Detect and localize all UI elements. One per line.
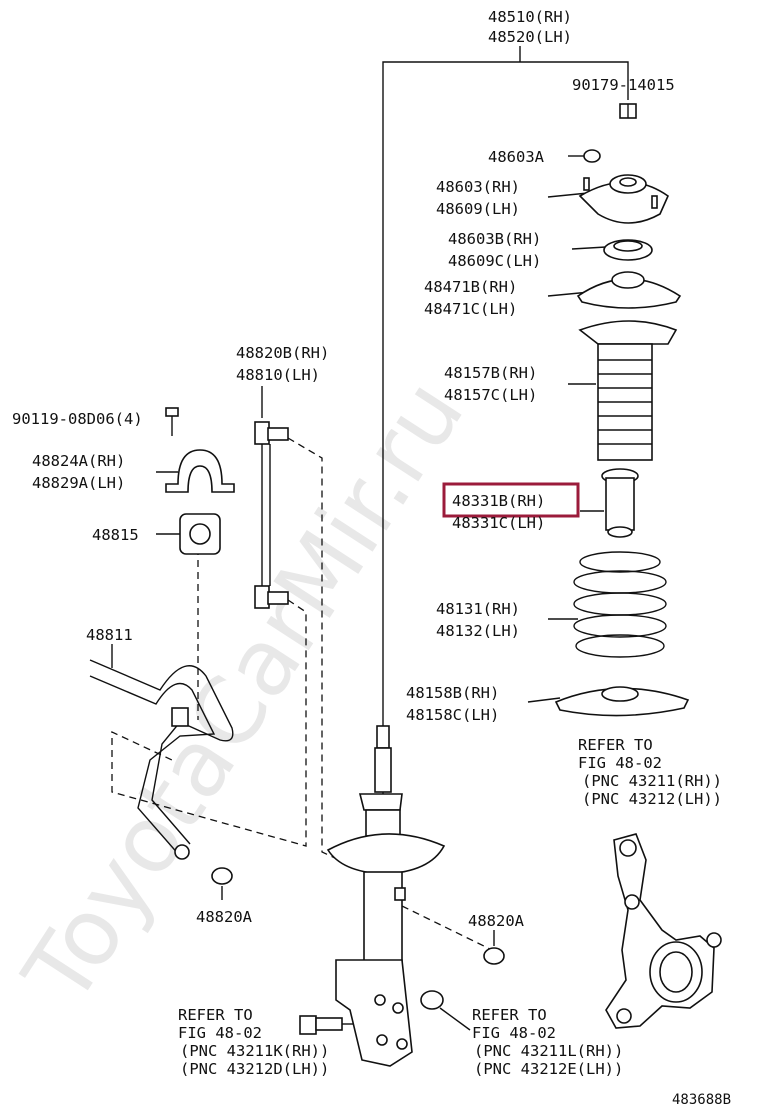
refer-knuckle-line1: REFER TO <box>578 736 653 754</box>
stabilizer-bracket <box>165 449 235 493</box>
refer-left-line2: FIG 48-02 <box>178 1024 262 1042</box>
strut-mount <box>578 174 669 224</box>
refer-left-line3: (PNC 43211K(RH)) <box>180 1042 329 1060</box>
part-labels: 48510(RH) 48520(LH) 90179-14015 48603A 4… <box>12 8 731 1108</box>
dust-boot <box>578 320 678 461</box>
label-bearing-lh: 48609C(LH) <box>448 252 541 270</box>
label-bracket-lh: 48829A(LH) <box>32 474 125 492</box>
label-bushing: 48815 <box>92 526 139 544</box>
label-mount-lh: 48609(LH) <box>436 200 520 218</box>
refer-right-line3: (PNC 43211L(RH)) <box>474 1042 623 1060</box>
bracket-bolt <box>165 407 179 436</box>
stabilizer-bar <box>89 659 234 860</box>
label-nut-a2: 48820A <box>468 912 525 930</box>
label-mount-nut: 48603A <box>488 148 545 166</box>
label-boot-rh: 48157B(RH) <box>444 364 537 382</box>
bump-stopper <box>601 468 639 538</box>
knuckle-nut <box>420 990 444 1010</box>
stabilizer-link <box>254 421 289 609</box>
refer-right-line4: (PNC 43212E(LH)) <box>474 1060 623 1078</box>
bearing <box>603 239 653 261</box>
label-stabilizer-bar: 48811 <box>86 626 133 644</box>
label-strut-lh: 48520(LH) <box>488 28 572 46</box>
highlight-box <box>442 482 580 518</box>
knuckle-bolt <box>299 1015 343 1035</box>
label-boot-lh: 48157C(LH) <box>444 386 537 404</box>
spring-insulator <box>554 686 690 717</box>
label-spring-rh: 48131(RH) <box>436 600 520 618</box>
refer-left-line4: (PNC 43212D(LH)) <box>180 1060 329 1078</box>
label-strut-rh: 48510(RH) <box>488 8 572 26</box>
label-spring-lh: 48132(LH) <box>436 622 520 640</box>
label-bolt: 90119-08D06(4) <box>12 410 143 428</box>
refer-right-line2: FIG 48-02 <box>472 1024 556 1042</box>
refer-knuckle-line2: FIG 48-02 <box>578 754 662 772</box>
stabilizer-nut-right <box>483 947 505 965</box>
label-link-lh: 48810(LH) <box>236 366 320 384</box>
label-nut-top: 90179-14015 <box>572 76 675 94</box>
refer-right-line1: REFER TO <box>472 1006 547 1024</box>
label-bumper-lh: 48331C(LH) <box>452 514 545 532</box>
refer-knuckle-line4: (PNC 43212(LH)) <box>582 790 722 808</box>
label-link-rh: 48820B(RH) <box>236 344 329 362</box>
label-seat-lh: 48471C(LH) <box>424 300 517 318</box>
label-insulator-rh: 48158B(RH) <box>406 684 499 702</box>
stabilizer-bushing <box>179 513 221 555</box>
diagram-code: 483688B <box>672 1092 731 1108</box>
label-nut-a1: 48820A <box>196 908 253 926</box>
label-mount-rh: 48603(RH) <box>436 178 520 196</box>
stabilizer-nut-left <box>211 867 233 885</box>
top-nut <box>619 103 637 119</box>
label-insulator-lh: 48158C(LH) <box>406 706 499 724</box>
steering-knuckle <box>605 833 722 1029</box>
label-bumper-rh: 48331B(RH) <box>452 492 545 510</box>
coil-spring <box>573 551 667 658</box>
spring-seat <box>576 271 682 309</box>
label-bracket-rh: 48824A(RH) <box>32 452 125 470</box>
label-bearing-rh: 48603B(RH) <box>448 230 541 248</box>
mount-nut <box>583 149 601 163</box>
label-seat-rh: 48471B(RH) <box>424 278 517 296</box>
refer-knuckle-line3: (PNC 43211(RH)) <box>582 772 722 790</box>
refer-left-line1: REFER TO <box>178 1006 253 1024</box>
shock-absorber <box>326 725 446 1067</box>
leader-lines <box>111 46 629 1031</box>
